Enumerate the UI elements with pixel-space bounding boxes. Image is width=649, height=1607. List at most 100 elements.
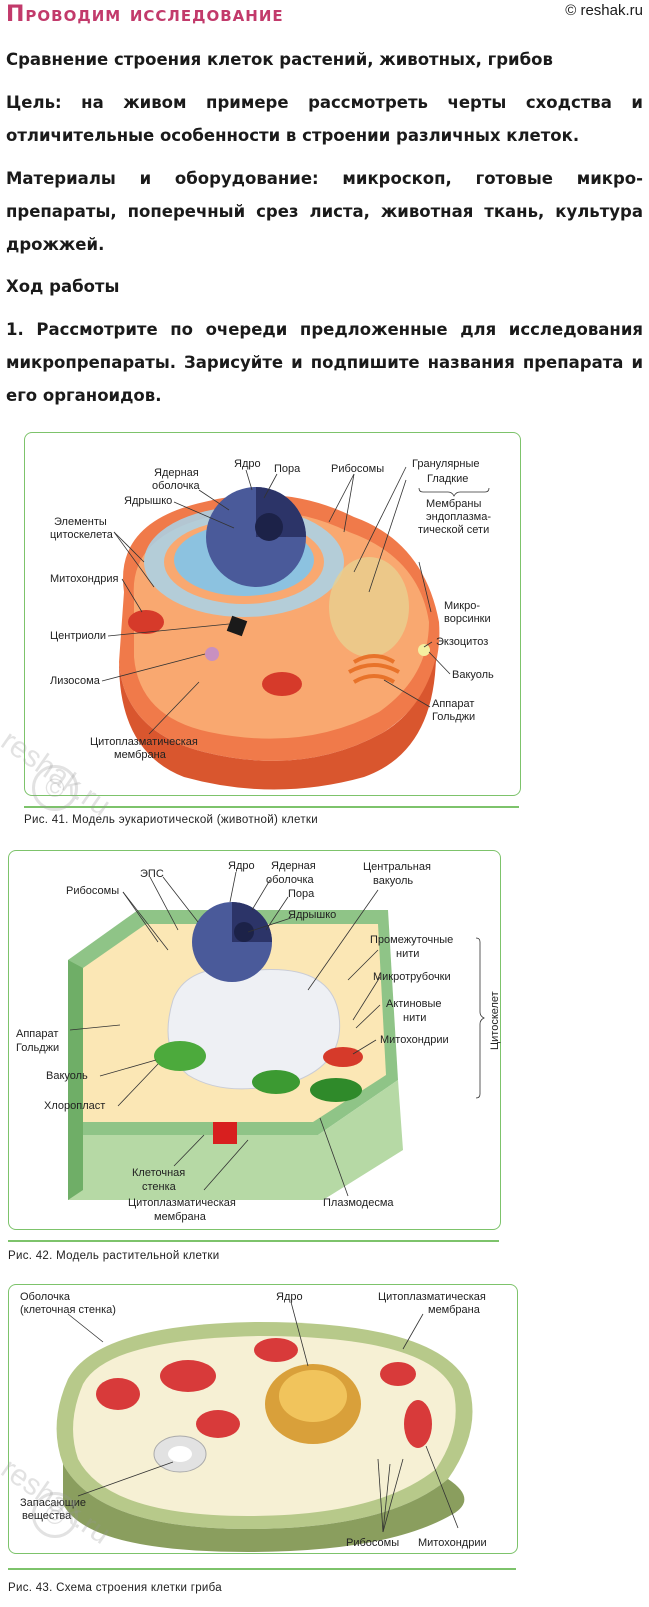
copyright-watermark: © reshak.ru <box>565 2 643 19</box>
label-envelope-1: Оболочка <box>20 1291 71 1303</box>
mitochondrion-2 <box>160 1360 216 1392</box>
label-mitochondria: Митохондрия <box>50 573 118 585</box>
label-membrane-2: мембрана <box>154 1211 207 1223</box>
fungal-wall-edge <box>63 1464 465 1552</box>
fig43-caption: Рис. 43. Схема строения клетки гриба <box>8 1582 222 1594</box>
label-cytoskeleton: Цитоскелет <box>489 991 501 1050</box>
label-membrane-2: мембрана <box>428 1304 481 1316</box>
label-nucleus: Ядро <box>228 860 255 872</box>
label-mitochondria: Митохондрии <box>380 1034 449 1046</box>
mitochondrion-1 <box>128 610 164 634</box>
section-heading: Сравнение строения клеток растений, живо… <box>6 50 553 69</box>
label-er-3: тической сети <box>418 524 489 536</box>
chloroplast-3 <box>310 1078 362 1102</box>
vacuole <box>213 1122 237 1144</box>
chloroplast-1 <box>154 1041 206 1071</box>
fig41-caption-rule <box>24 806 519 808</box>
label-pore: Пора <box>288 888 315 900</box>
label-nucleus: Ядро <box>276 1291 303 1303</box>
label-membrane-1: Цитоплазматическая <box>378 1291 486 1303</box>
fig43-diagram: Оболочка (клеточная стенка) Ядро Цитопла… <box>20 1291 487 1552</box>
label-central-vacuole-1: Центральная <box>363 861 431 873</box>
fig43-caption-rule <box>8 1568 516 1570</box>
golgi-apparatus <box>348 654 400 684</box>
mitochondrion-6 <box>380 1362 416 1386</box>
label-smooth: Гладкие <box>427 473 468 485</box>
label-cell-wall-1: Клеточная <box>132 1167 185 1179</box>
mitochondrion-5 <box>404 1400 432 1448</box>
mitochondrion-4 <box>254 1338 298 1362</box>
label-vacuole: Вакуоль <box>452 669 494 681</box>
chloroplast-2 <box>252 1070 300 1094</box>
goal-paragraph: Цель: на живом примере рассмотреть черты… <box>6 93 643 145</box>
label-nucleolus: Ядрышко <box>288 909 336 921</box>
label-eps: ЭПС <box>140 868 164 880</box>
label-actin-1: Актиновые <box>386 998 442 1010</box>
label-intermediate-1: Промежуточные <box>370 934 453 946</box>
label-ribosomes: Рибосомы <box>66 885 119 897</box>
nucleus-highlight <box>279 1370 347 1422</box>
label-nucleolus: Ядрышко <box>124 495 172 507</box>
label-nuclear-envelope-1: Ядерная <box>154 467 199 479</box>
label-golgi-2: Гольджи <box>16 1042 59 1054</box>
label-nucleus: Ядро <box>234 458 261 470</box>
mitochondrion <box>323 1047 363 1067</box>
label-nuclear-envelope-2: оболочка <box>266 874 314 886</box>
fig41-caption: Рис. 41. Модель эукариотической (животно… <box>24 814 318 826</box>
label-lysosome: Лизосома <box>50 675 101 687</box>
fig42-caption: Рис. 42. Модель растительной клетки <box>8 1250 220 1262</box>
lysosome <box>205 647 219 661</box>
central-vacuole <box>167 967 341 1090</box>
label-microvilli-2: ворсинки <box>444 613 491 625</box>
label-ribosomes: Рибосомы <box>331 463 384 475</box>
label-microtubules: Микротрубочки <box>373 971 451 983</box>
cell-wall-side <box>68 960 83 1200</box>
label-vacuole: Вакуоль <box>46 1070 88 1082</box>
mitochondrion-3 <box>196 1410 240 1438</box>
vacuole <box>418 644 430 656</box>
label-central-vacuole-2: вакуоль <box>373 875 413 887</box>
label-intermediate-2: нити <box>396 948 419 960</box>
centriole <box>226 615 248 637</box>
label-er-1: Мембраны <box>426 498 481 510</box>
label-golgi-2: Гольджи <box>432 711 475 723</box>
label-membrane-2: мембрана <box>114 749 167 761</box>
label-cell-wall-2: стенка <box>142 1181 177 1193</box>
storage-granule-core <box>168 1446 192 1462</box>
label-ribosomes: Рибосомы <box>346 1537 399 1549</box>
label-chloroplast: Хлоропласт <box>44 1100 105 1112</box>
label-pore: Пора <box>274 463 301 475</box>
smooth-er <box>329 557 409 657</box>
nucleolus <box>255 513 283 541</box>
label-nuclear-envelope-1: Ядерная <box>271 860 316 872</box>
mitochondrion-2 <box>262 672 302 696</box>
label-membrane-1: Цитоплазматическая <box>90 736 198 748</box>
label-cytoskeleton-1: Элементы <box>54 516 107 528</box>
label-nuclear-envelope-2: оболочка <box>152 480 200 492</box>
fig42-diagram: ЭПС Ядро Ядерная оболочка Центральная ва… <box>16 860 501 1223</box>
label-golgi-1: Аппарат <box>432 698 474 710</box>
label-storage-1: Запасающие <box>20 1497 86 1509</box>
label-membrane-1: Цитоплазматическая <box>128 1197 236 1209</box>
step-1-paragraph: 1. Рассмотрите по очереди предложенные д… <box>6 320 643 405</box>
label-mitochondria: Митохондрии <box>418 1537 487 1549</box>
nucleolus <box>234 922 254 942</box>
label-cytoskeleton-2: цитоскелета <box>50 529 114 541</box>
cytoskeleton-brace <box>475 937 485 1099</box>
fig41-diagram: Ядерная оболочка Ядро Пора Рибосомы Гран… <box>50 458 494 790</box>
label-golgi-1: Аппарат <box>16 1028 58 1040</box>
label-envelope-2: (клеточная стенка) <box>20 1304 116 1316</box>
er-brace <box>418 487 490 497</box>
fig42-caption-rule <box>8 1240 499 1242</box>
procedure-heading: Ход работы <box>6 277 120 296</box>
label-microvilli-1: Микро- <box>444 600 480 612</box>
label-plasmodesma: Плазмодесма <box>323 1197 394 1209</box>
materials-paragraph: Материалы и оборудование: микроскоп, гот… <box>6 169 643 254</box>
label-er-2: эндоплазма- <box>426 511 491 523</box>
label-centrioles: Центриоли <box>50 630 106 642</box>
label-actin-2: нити <box>403 1012 426 1024</box>
label-storage-2: вещества <box>22 1510 72 1522</box>
label-exocytosis: Экзоцитоз <box>436 636 488 648</box>
page-title: Проводим исследование <box>6 2 284 27</box>
label-granular: Гранулярные <box>412 458 480 470</box>
